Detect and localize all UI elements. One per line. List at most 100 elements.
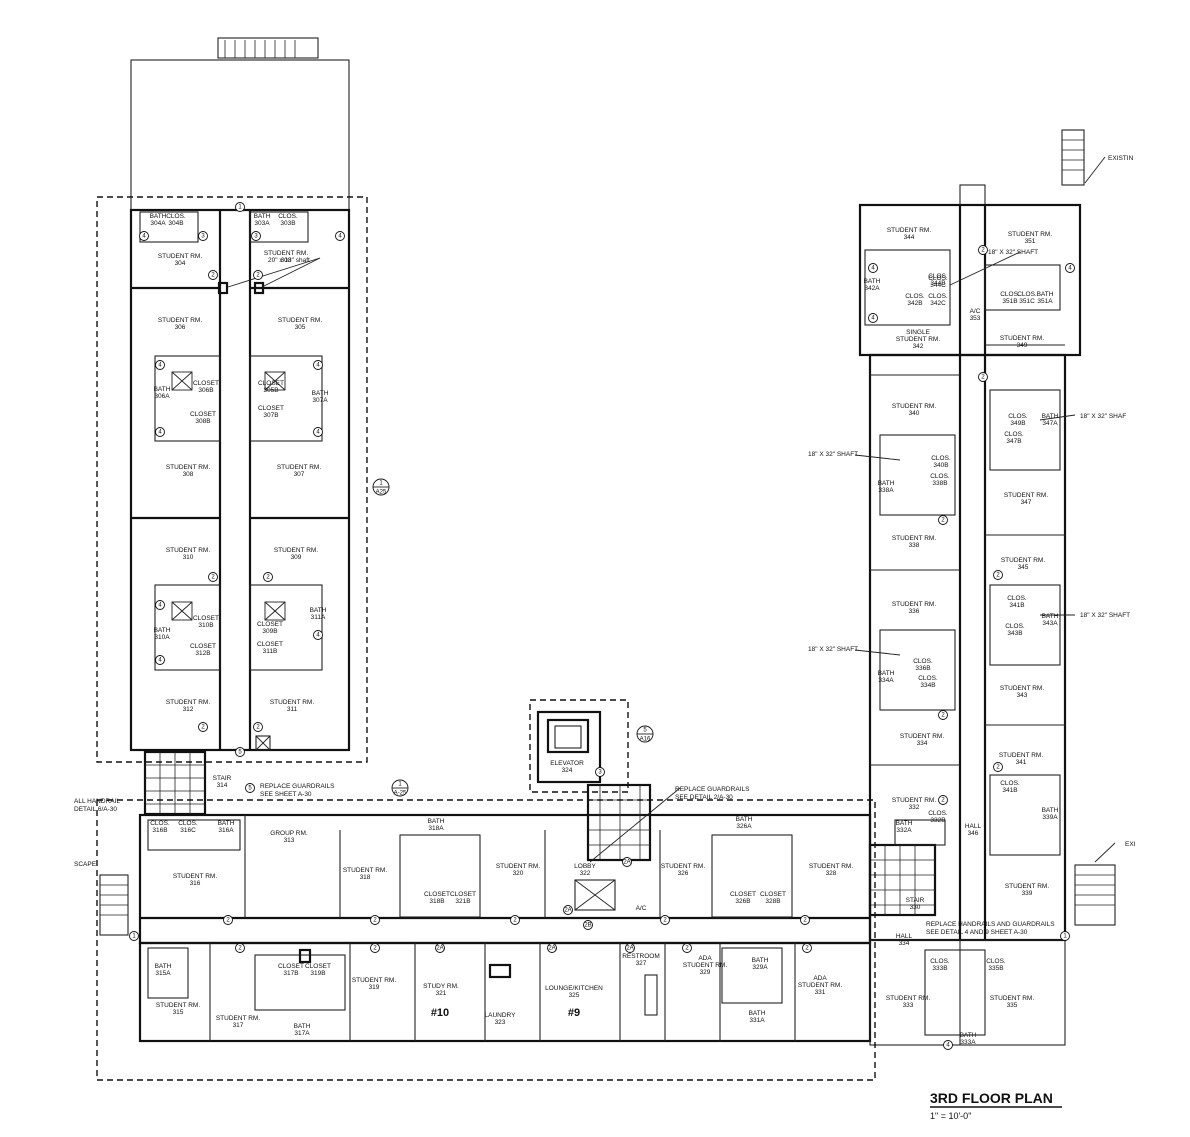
room-label-r347: STUDENT RM.347 — [1004, 492, 1048, 506]
room-label-line: HALL — [896, 933, 913, 940]
svg-text:4: 4 — [946, 1043, 950, 1049]
room-label-line: CLOSET — [424, 891, 450, 898]
room-label-line: STUDENT RM. — [270, 699, 314, 706]
room-label-c349b: CLOS.349B — [1008, 413, 1028, 427]
note-shaft-18x32-343: 18" X 32" SHAFT — [1080, 612, 1130, 619]
room-label-line: 351A — [1037, 298, 1053, 305]
room-label-r340: STUDENT RM.340 — [892, 403, 936, 417]
room-label-c344b: CLOS.344B — [928, 273, 948, 287]
room-label-line: 341 — [1016, 759, 1027, 766]
room-label-r339: STUDENT RM.339 — [1005, 883, 1049, 897]
exterior-stair-right — [1061, 129, 1085, 186]
room-label-r317: STUDENT RM.317 — [216, 1015, 260, 1029]
svg-text:2: 2 — [373, 946, 377, 952]
right-wing — [858, 184, 1082, 1046]
room-label-line: STAIR — [213, 775, 232, 782]
room-label-line: 329 — [700, 969, 711, 976]
room-label-line: 310B — [198, 622, 213, 629]
room-label-line: CLOS. — [928, 275, 948, 282]
room-label-line: 311B — [263, 648, 278, 655]
room-label-line: CLOS. — [928, 273, 948, 280]
room-label-line: LOUNGE/KITCHEN — [545, 985, 603, 992]
room-label-line: CLOS. — [1008, 413, 1028, 420]
room-label-r315: STUDENT RM.315 — [156, 1002, 200, 1016]
note-shaft-18x32-334: 18" X 32" SHAFT — [808, 646, 858, 653]
room-label-line: 322 — [580, 870, 591, 877]
room-label-line: 316B — [152, 827, 167, 834]
room-label-line: ELEVATOR — [550, 760, 584, 767]
room-label-c342b: CLOS.342B — [905, 293, 925, 307]
room-label-c334b: CLOS.334B — [918, 675, 938, 689]
room-label-r303: STUDENT RM.303 — [264, 250, 308, 264]
room-label-line: 303A — [254, 220, 270, 227]
note-replace-handrails-2: SEE DETAIL 4 AND 9 SHEET A-30 — [926, 929, 1028, 936]
room-label-line: BATH — [154, 386, 171, 393]
room-label-c304b: CLOS.304B — [166, 213, 186, 227]
room-label-line: 317B — [283, 970, 298, 977]
room-label-line: BATH — [310, 607, 327, 614]
note-see-detail-2a30: SEE DETAIL 2/A-30 — [675, 794, 733, 801]
room-label-line: 342B — [907, 300, 922, 307]
room-label-line: BATH — [752, 957, 769, 964]
room-label-c341b2: CLOS.341B — [1000, 780, 1020, 794]
room-label-line: 343 — [1017, 692, 1028, 699]
room-label-line: STUDENT RM. — [274, 547, 318, 554]
room-label-line: 310 — [183, 554, 194, 561]
room-label-line: 347A — [1042, 420, 1058, 427]
room-label-r332: STUDENT RM.332 — [892, 797, 936, 811]
room-label-line: CLOSET — [760, 891, 786, 898]
detail-tag-num: 1 — [379, 481, 383, 487]
room-label-r328: STUDENT RM.328 — [809, 863, 853, 877]
room-label-line: 318 — [360, 874, 371, 881]
detail-tag-1-a25: 1 A25 — [372, 478, 390, 496]
note-see-sheet-a30: SEE SHEET A-30 — [260, 791, 312, 798]
room-label-line: CLOSET — [258, 405, 284, 412]
room-label-line: LOBBY — [574, 863, 596, 870]
room-label-line: STUDENT RM. — [166, 547, 210, 554]
room-label-line: CLOSET — [258, 380, 284, 387]
room-label-line: 342C — [930, 300, 946, 307]
room-label-line: 339 — [1022, 890, 1033, 897]
room-label-line: CLOS. — [905, 293, 925, 300]
exterior-stair-top — [217, 37, 319, 59]
svg-text:5: 5 — [238, 750, 242, 756]
room-label-line: 307 — [294, 471, 305, 478]
room-label-line: 318A — [428, 825, 444, 832]
room-label-line: 341B — [1002, 787, 1017, 794]
room-label-line: BATH — [254, 213, 271, 220]
room-label-r316: STUDENT RM.316 — [173, 873, 217, 887]
room-label-line: STUDENT RM. — [496, 863, 540, 870]
room-label-line: STUDENT RM. — [683, 962, 727, 969]
room-label-c316c: CLOS.316C — [178, 820, 198, 834]
room-label-line: STUDENT RM. — [1000, 335, 1044, 342]
svg-text:4: 4 — [142, 234, 146, 240]
room-label-line: STUDENT RM. — [892, 535, 936, 542]
room-label-line: 347 — [1021, 499, 1032, 506]
room-label-line: 303 — [281, 257, 292, 264]
room-label-line: STUDENT RM. — [352, 977, 396, 984]
room-label-line: A/C — [636, 905, 647, 912]
room-label-line: 332 — [909, 804, 920, 811]
room-label-line: 309B — [262, 628, 277, 635]
room-label-line: BATH — [294, 1023, 311, 1030]
room-label-line: 314 — [217, 782, 228, 789]
room-label-line: STUDENT RM. — [216, 1015, 260, 1022]
room-label-line: STUDENT RM. — [892, 403, 936, 410]
room-label-line: RESTROOM — [622, 953, 660, 960]
room-label-line: ADA — [813, 975, 827, 982]
room-label-r320: STUDENT RM.320 — [496, 863, 540, 877]
